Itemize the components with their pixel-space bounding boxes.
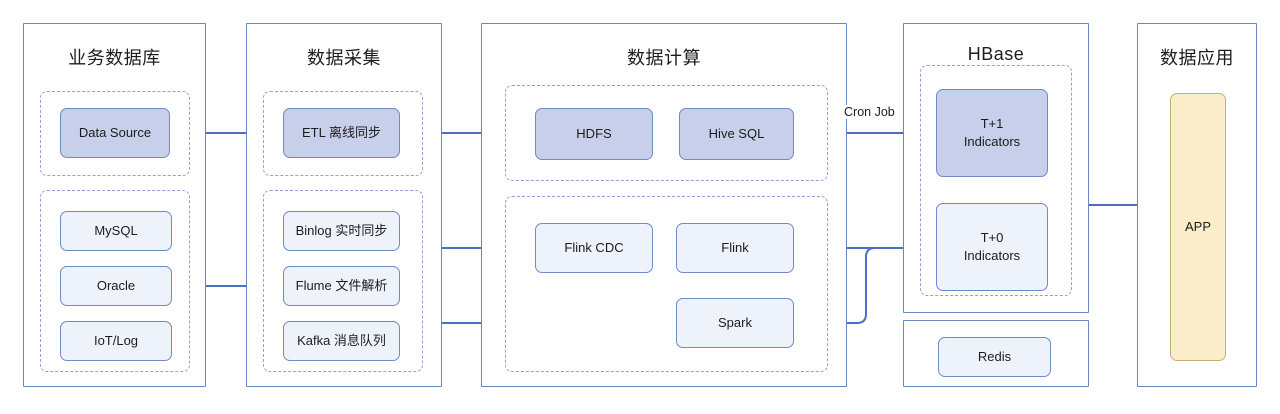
edge-label-cron-job: Cron Job [843,105,896,119]
node-flink[interactable]: Flink [676,223,794,273]
panel-title-hbase: HBase [967,44,1025,64]
group-source-systems [40,190,190,372]
node-t-plus-1-indicators[interactable]: T+1 Indicators [936,89,1048,177]
panel-data-collection: 数据采集 [246,23,442,387]
node-t-plus-0-indicators[interactable]: T+0 Indicators [936,203,1048,291]
panel-title-business-database: 业务数据库 [68,48,161,68]
panel-title-data-compute: 数据计算 [627,48,701,68]
group-data-source [40,91,190,176]
node-etl-offline-sync[interactable]: ETL 离线同步 [283,108,400,158]
t-plus-0-line-2: Indicators [963,248,1021,263]
node-oracle[interactable]: Oracle [60,266,172,306]
group-offline-compute [505,85,828,181]
node-binlog-realtime-sync[interactable]: Binlog 实时同步 [283,211,400,251]
node-flink-cdc[interactable]: Flink CDC [535,223,653,273]
group-hbase-indicators [920,65,1072,296]
node-app[interactable]: APP [1170,93,1226,361]
group-realtime-compute [505,196,828,372]
t-plus-1-line-1: T+1 [980,116,1004,132]
panel-title-data-collection: 数据采集 [307,48,381,68]
node-hive-sql[interactable]: Hive SQL [679,108,794,160]
panel-title-data-application: 数据应用 [1160,48,1234,68]
t-plus-0-line-1: T+0 [980,230,1004,246]
node-redis[interactable]: Redis [938,337,1051,377]
node-spark[interactable]: Spark [676,298,794,348]
node-data-source[interactable]: Data Source [60,108,170,158]
node-iot-log[interactable]: IoT/Log [60,321,172,361]
group-offline-sync [263,91,423,176]
group-realtime-collect [263,190,423,372]
t-plus-1-line-2: Indicators [963,134,1021,149]
node-kafka-message-queue[interactable]: Kafka 消息队列 [283,321,400,361]
node-hdfs[interactable]: HDFS [535,108,653,160]
node-flume-file-parse[interactable]: Flume 文件解析 [283,266,400,306]
node-mysql[interactable]: MySQL [60,211,172,251]
